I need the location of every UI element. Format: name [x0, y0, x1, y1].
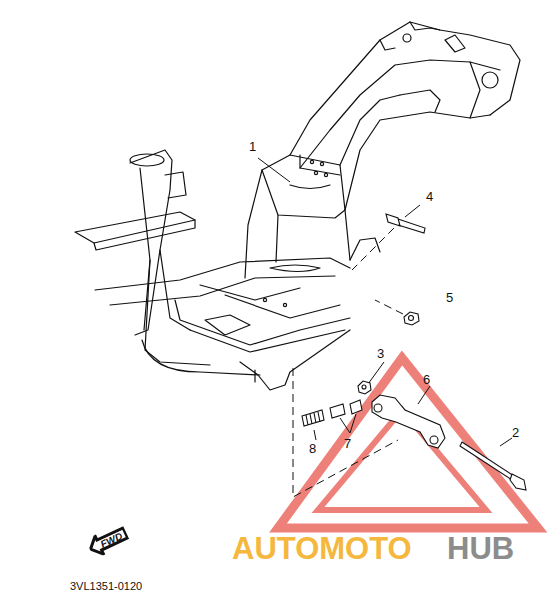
callout-number: 2	[512, 426, 519, 439]
callout-number: 3	[377, 347, 384, 360]
callout-number: 1	[249, 140, 256, 153]
callout-number: 5	[446, 291, 453, 304]
callout-number: 8	[309, 442, 316, 455]
callout-number: 4	[426, 190, 433, 203]
stand-parts	[302, 214, 526, 490]
leader-lines	[258, 158, 512, 497]
watermark-text: HUB	[447, 533, 514, 564]
callout-number: 6	[423, 373, 430, 386]
arrow-text: FWD	[94, 528, 129, 552]
forward-arrow: FWD	[85, 523, 131, 560]
callout-number: 7	[344, 437, 351, 450]
drawing-code: 3VL1351-0120	[70, 581, 142, 592]
frame-body	[75, 22, 520, 390]
watermark-logo	[278, 358, 538, 528]
watermark-text: AUTOMOTO	[232, 533, 412, 564]
